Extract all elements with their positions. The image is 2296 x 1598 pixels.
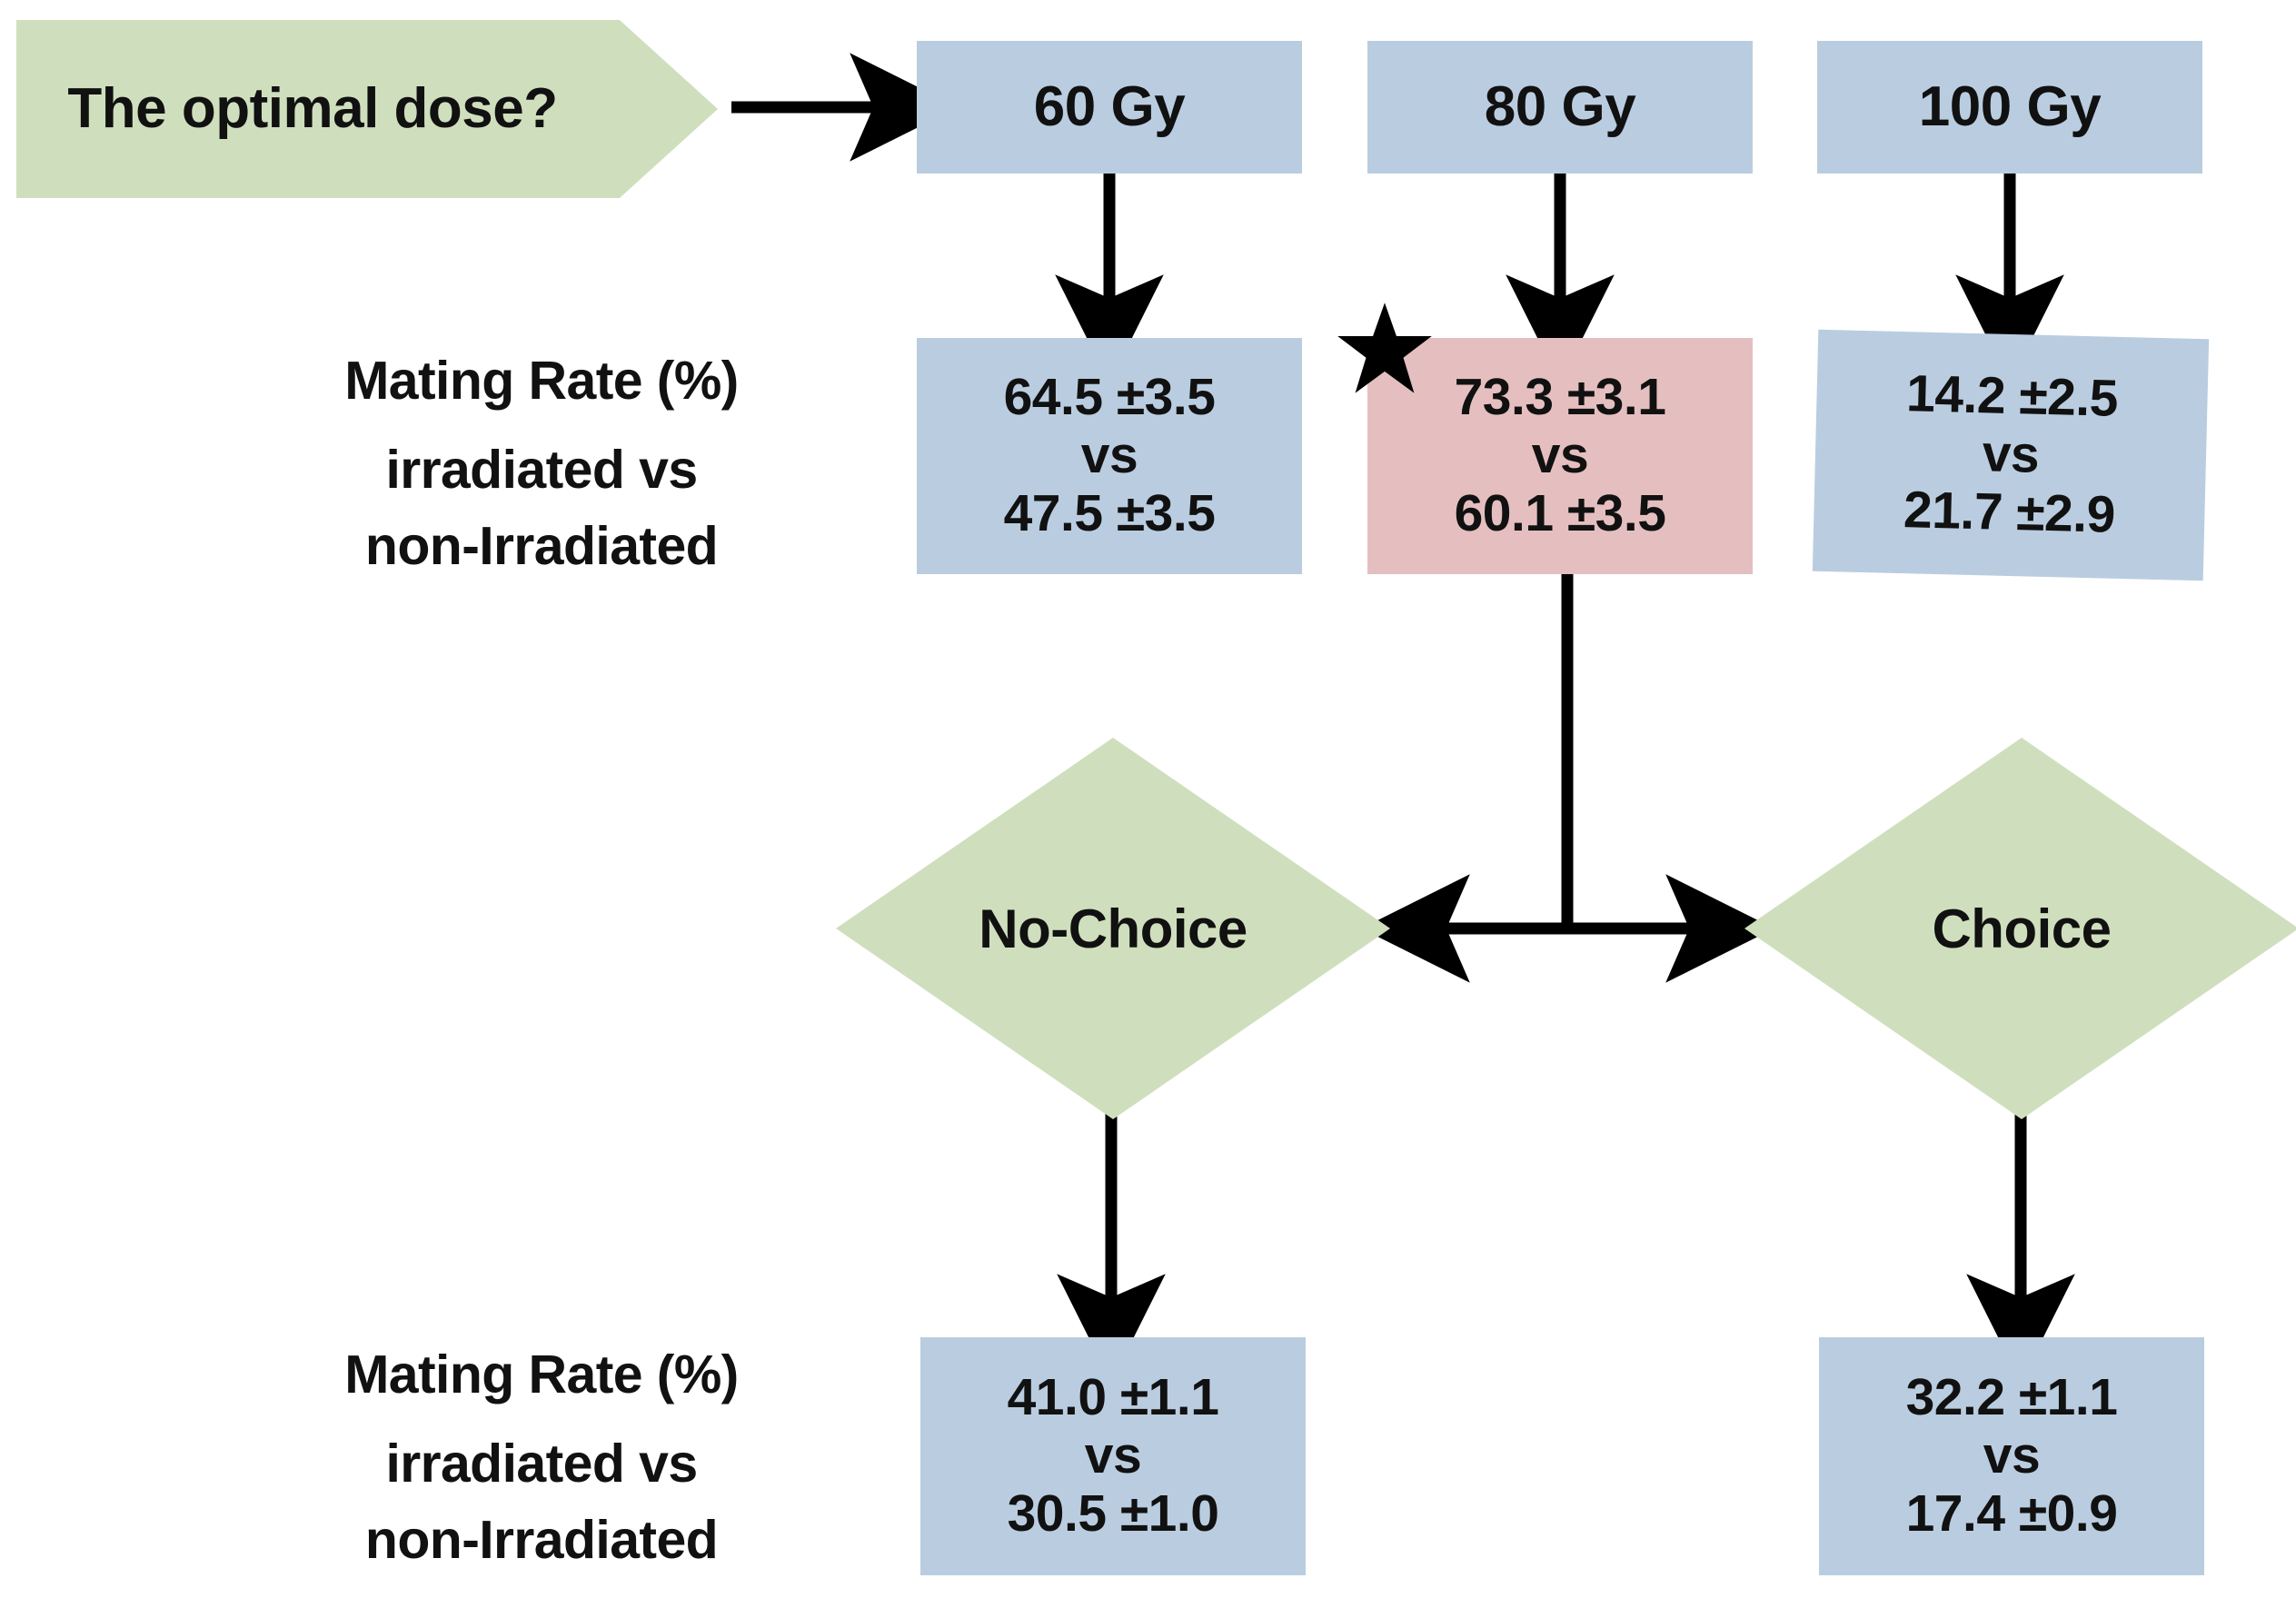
assay-diamond-no-choice[interactable]: No-Choice [836,738,1390,1119]
dose-box-100gy-label: 100 Gy [1918,75,2102,139]
assay-diamond-choice[interactable]: Choice [1744,738,2296,1119]
result-box-choice-nonirradiated: 17.4 ±0.9 [1905,1484,2118,1543]
result-box-100gy-irradiated: 14.2 ±2.5 [1905,364,2119,429]
dose-box-80gy[interactable]: 80 Gy [1367,41,1753,174]
result-box-choice[interactable]: 32.2 ±1.1 vs 17.4 ±0.9 [1819,1337,2204,1575]
dose-box-60gy[interactable]: 60 Gy [917,41,1302,174]
assay-diamond-choice-label: Choice [1932,898,2112,959]
result-box-60gy[interactable]: 64.5 ±3.5 vs 47.5 ±3.5 [917,338,1302,574]
result-box-choice-vs: vs [1983,1426,2041,1485]
result-box-choice-irradiated: 32.2 ±1.1 [1905,1368,2118,1427]
dose-box-80gy-label: 80 Gy [1484,75,1636,139]
row2-axis-label-line3: non-Irradiated [364,1509,719,1570]
result-box-no-choice[interactable]: 41.0 ±1.1 vs 30.5 ±1.0 [920,1337,1306,1575]
result-box-100gy-vs: vs [1982,424,2040,484]
row1-axis-label: Mating Rate (%) irradiated vs non-Irradi… [224,343,860,584]
assay-diamond-no-choice-label: No-Choice [979,898,1247,959]
dose-box-100gy[interactable]: 100 Gy [1817,41,2202,174]
question-banner[interactable]: The optimal dose? [16,20,718,198]
result-box-no-choice-vs: vs [1084,1426,1142,1485]
dose-box-60gy-label: 60 Gy [1033,75,1186,139]
star-icon [1336,300,1434,398]
row2-axis-label-line1: Mating Rate (%) [344,1345,739,1404]
result-box-60gy-nonirradiated: 47.5 ±3.5 [1003,483,1216,542]
result-box-80gy[interactable]: 73.3 ±3.1 vs 60.1 ±3.5 [1367,338,1753,574]
result-box-80gy-vs: vs [1531,426,1589,485]
result-box-no-choice-nonirradiated: 30.5 ±1.0 [1007,1484,1219,1543]
row1-axis-label-line1: Mating Rate (%) [344,351,739,411]
row2-axis-label-line2: irradiated vs [385,1433,698,1494]
result-box-60gy-vs: vs [1080,426,1138,485]
result-box-100gy-nonirradiated: 21.7 ±2.9 [1903,481,2116,544]
result-box-60gy-irradiated: 64.5 ±3.5 [1003,368,1216,427]
result-box-80gy-nonirradiated: 60.1 ±3.5 [1454,483,1666,542]
row1-axis-label-line2: irradiated vs [385,439,698,500]
row2-axis-label: Mating Rate (%) irradiated vs non-Irradi… [224,1337,860,1578]
result-box-80gy-irradiated: 73.3 ±3.1 [1454,368,1666,427]
question-banner-label: The optimal dose? [67,77,558,141]
result-box-no-choice-irradiated: 41.0 ±1.1 [1007,1368,1219,1427]
result-box-100gy[interactable]: 14.2 ±2.5 vs 21.7 ±2.9 [1812,329,2210,581]
row1-axis-label-line3: non-Irradiated [364,515,719,576]
